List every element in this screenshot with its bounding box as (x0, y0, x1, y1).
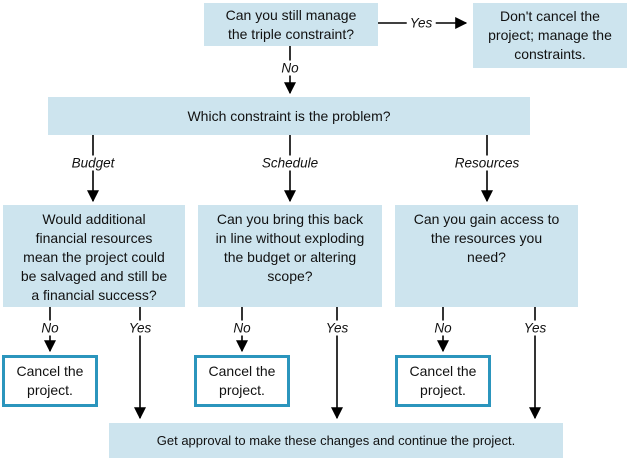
node-text-line: scope? (267, 268, 313, 284)
label-no-top: No (278, 60, 302, 76)
node-text-line: need? (467, 249, 506, 265)
label-budget: Budget (68, 155, 118, 171)
node-which-constraint: Which constraint is the problem? (48, 97, 530, 135)
node-resources-question: Can you gain access to the resources you… (395, 205, 578, 307)
label-yes-top: Yes (406, 15, 436, 31)
node-text-line: project. (27, 382, 73, 398)
node-text-line: Can you gain access to (413, 211, 560, 227)
node-text-line: Can you still manage (225, 6, 357, 23)
node-text-line: project. (420, 382, 466, 398)
node-text-line: Cancel the (16, 363, 84, 379)
node-text-line: mean the project could (23, 249, 165, 265)
node-text-line: the triple constraint? (227, 25, 355, 42)
node-text-line: Cancel the (208, 363, 276, 379)
node-text-line: Would additional (42, 211, 146, 227)
label-no-mid: No (230, 320, 254, 336)
label-schedule: Schedule (258, 155, 322, 171)
node-text-line: project; manage the (488, 27, 612, 43)
label-yes-left: Yes (125, 320, 155, 336)
node-text-line: the resources you (430, 230, 543, 246)
node-text-line: constraints. (514, 46, 586, 62)
node-cancel-project-resources: Cancel the project. (395, 355, 491, 407)
label-no-left: No (38, 320, 62, 336)
node-text-line: financial resources (35, 230, 153, 246)
node-start-question: Can you still manage the triple constrai… (204, 3, 378, 46)
node-get-approval: Get approval to make these changes and c… (109, 423, 563, 458)
node-text-line: Which constraint is the problem? (187, 107, 391, 124)
label-yes-right: Yes (520, 320, 550, 336)
node-text-line: Don't cancel the (500, 8, 600, 24)
label-resources: Resources (451, 155, 523, 171)
node-schedule-question: Can you bring this back in line without … (198, 205, 382, 307)
node-text-line: Cancel the (409, 363, 477, 379)
node-cancel-project-budget: Cancel the project. (2, 355, 98, 407)
node-cancel-project-schedule: Cancel the project. (194, 355, 290, 407)
node-budget-question: Would additional financial resources mea… (3, 205, 185, 307)
node-dont-cancel: Don't cancel the project; manage the con… (473, 3, 627, 68)
node-text-line: Can you bring this back (216, 211, 364, 227)
node-text-line: the budget or altering (223, 249, 357, 265)
node-text-line: project. (219, 382, 265, 398)
node-text-line: in line without exploding (215, 230, 365, 246)
label-no-right: No (431, 320, 455, 336)
node-text-line: a financial success? (31, 287, 157, 303)
node-text-line: Get approval to make these changes and c… (156, 433, 516, 448)
label-yes-mid: Yes (322, 320, 352, 336)
node-text-line: be salvaged and still be (20, 268, 168, 284)
